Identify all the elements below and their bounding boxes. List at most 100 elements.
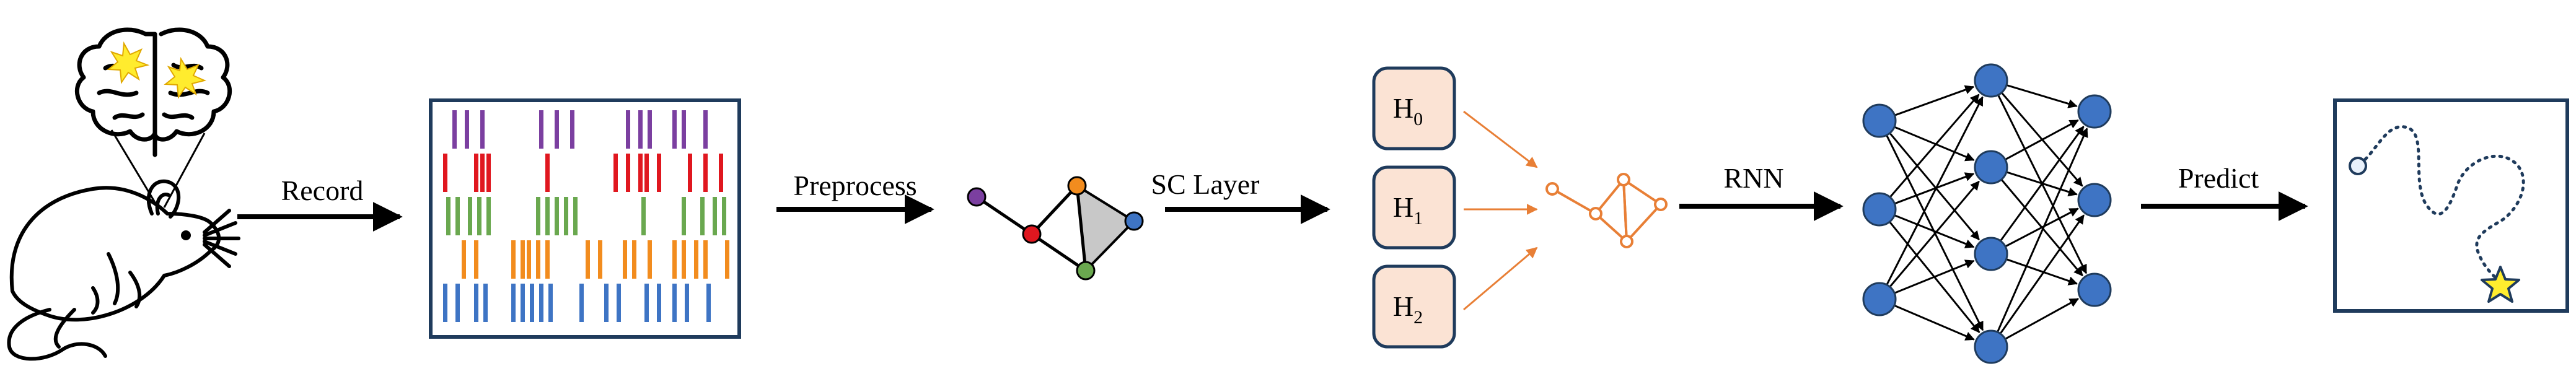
network-edge xyxy=(1894,172,1975,205)
spike-mark xyxy=(477,197,481,235)
spike-mark xyxy=(682,197,686,235)
spike-mark xyxy=(604,284,609,322)
node-purple xyxy=(967,187,987,207)
network-node xyxy=(1974,150,2008,185)
spike-mark xyxy=(598,240,602,279)
spike-mark xyxy=(536,240,540,279)
spike-mark xyxy=(474,240,478,279)
brain-icon xyxy=(74,27,232,157)
spike-mark xyxy=(719,154,723,192)
spike-mark xyxy=(465,110,469,149)
h2-label: H2 xyxy=(1393,290,1423,328)
spike-mark xyxy=(545,197,550,235)
homology-boxes: H0 H1 H2 xyxy=(1372,66,1456,349)
spike-mark xyxy=(657,154,661,192)
spike-mark xyxy=(586,240,590,279)
spike-mark xyxy=(648,110,652,149)
spike-mark xyxy=(443,154,447,192)
network-node xyxy=(2077,94,2112,129)
network-edge xyxy=(1894,259,1975,294)
network-edge xyxy=(1894,214,1975,248)
network-node xyxy=(1862,192,1897,227)
spike-mark xyxy=(638,154,643,192)
predict-label: Predict xyxy=(2178,162,2259,194)
spike-mark xyxy=(455,197,460,235)
spike-mark xyxy=(527,240,531,279)
spike-mark xyxy=(725,240,729,279)
node-green xyxy=(1076,261,1096,281)
spike-mark xyxy=(713,197,717,235)
network-edge xyxy=(1889,132,1980,241)
spike-mark xyxy=(486,154,491,192)
spike-mark xyxy=(480,110,485,149)
spike-mark xyxy=(703,110,708,149)
raster-spikes xyxy=(443,110,729,322)
rnn-label: RNN xyxy=(1723,162,1783,194)
spike-mark xyxy=(657,284,661,322)
h0-label: H0 xyxy=(1393,92,1423,129)
spike-mark xyxy=(521,284,525,322)
spike-mark xyxy=(564,197,568,235)
mouse-icon xyxy=(7,180,240,361)
network-node xyxy=(1974,237,2008,271)
spike-mark xyxy=(644,284,649,322)
predicted-trajectory xyxy=(2358,125,2525,287)
spike-mark xyxy=(548,284,553,322)
network-node xyxy=(2077,183,2112,217)
h2-box xyxy=(1372,264,1456,349)
network-edge xyxy=(1894,304,1975,341)
spike-mark xyxy=(570,110,574,149)
spike-mark xyxy=(462,240,466,279)
node-red xyxy=(1022,224,1042,244)
h1-box xyxy=(1372,165,1456,250)
spike-mark xyxy=(648,240,652,279)
spike-mark xyxy=(480,154,485,192)
network-node xyxy=(2077,272,2112,307)
spike-mark xyxy=(539,110,543,149)
network-node xyxy=(1974,63,2008,98)
mouse-brain-illustration xyxy=(7,27,240,361)
spike-mark xyxy=(703,154,708,192)
spike-mark xyxy=(521,240,525,279)
spike-mark xyxy=(446,197,451,235)
spike-mark xyxy=(511,284,516,322)
spike-mark xyxy=(539,284,543,322)
network-edge xyxy=(1999,214,2085,334)
spike-mark xyxy=(626,154,630,192)
h1-label: H1 xyxy=(1393,191,1423,229)
spike-mark xyxy=(706,284,711,322)
network-edge xyxy=(1889,180,1980,288)
spike-mark xyxy=(682,110,686,149)
spike-mark xyxy=(626,110,630,149)
spike-mark xyxy=(468,197,472,235)
spike-mark xyxy=(555,197,559,235)
trajectory-panel xyxy=(2333,98,2569,313)
spike-mark xyxy=(455,284,460,322)
homology-arrows xyxy=(1463,110,1538,311)
spike-mark xyxy=(682,240,686,279)
spike-mark xyxy=(613,154,618,192)
spike-mark xyxy=(536,197,540,235)
spike-mark xyxy=(703,240,708,279)
spike-mark xyxy=(688,154,692,192)
preprocess-label: Preprocess xyxy=(793,170,917,201)
spike-mark xyxy=(474,284,478,322)
network-node xyxy=(1862,103,1897,138)
network-edge xyxy=(2005,119,2079,160)
network-edge xyxy=(2006,258,2078,285)
network-edge xyxy=(2005,298,2080,340)
network-edge xyxy=(1889,94,1980,198)
spike-mark xyxy=(483,284,488,322)
spike-mark xyxy=(685,284,689,322)
spike-mark xyxy=(545,240,550,279)
rnn-network xyxy=(1862,63,2112,364)
spike-mark xyxy=(694,240,698,279)
spike-mark xyxy=(486,197,491,235)
node-orange xyxy=(1067,176,1087,196)
spike-mark xyxy=(573,197,578,235)
node-blue xyxy=(1124,211,1144,231)
sc-output-graph xyxy=(1545,173,1668,248)
spike-mark xyxy=(672,240,677,279)
spike-mark xyxy=(443,284,447,322)
spike-mark xyxy=(555,110,559,149)
